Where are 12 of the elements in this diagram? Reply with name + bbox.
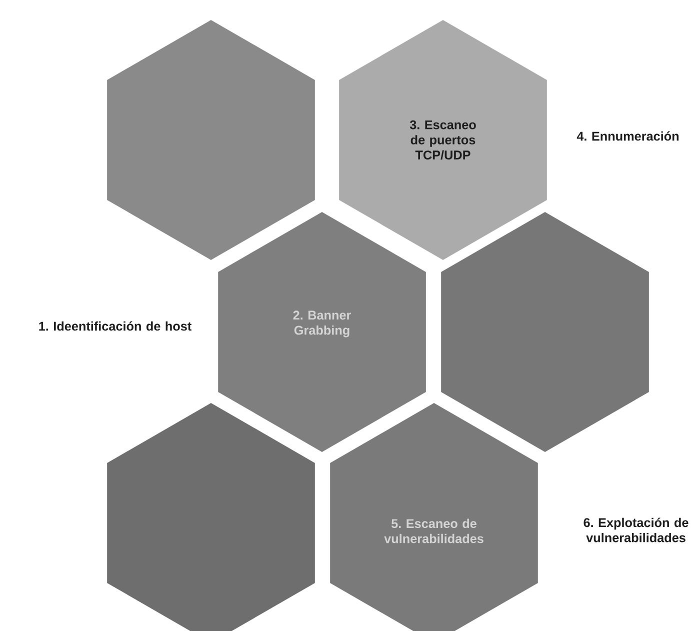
hexagon-box xyxy=(339,20,547,260)
step-label: 4. Ennumeración xyxy=(576,131,679,141)
hexagon-box xyxy=(218,212,426,452)
step-label: 6. Explotación de vulnerabilidades xyxy=(584,518,688,542)
hexagon xyxy=(107,20,315,260)
hexagon-box xyxy=(330,402,538,631)
hexagon xyxy=(107,402,315,631)
step-label: 1. Ideentificación de host xyxy=(39,321,192,331)
node-label: 5. Escaneo de vulnerabilidades xyxy=(384,518,484,544)
node-label: 2. Banner Grabbing xyxy=(293,310,351,338)
hexagon xyxy=(441,212,649,452)
node-label: 3. Escaneo de puertos TCP/UDP xyxy=(410,120,476,160)
